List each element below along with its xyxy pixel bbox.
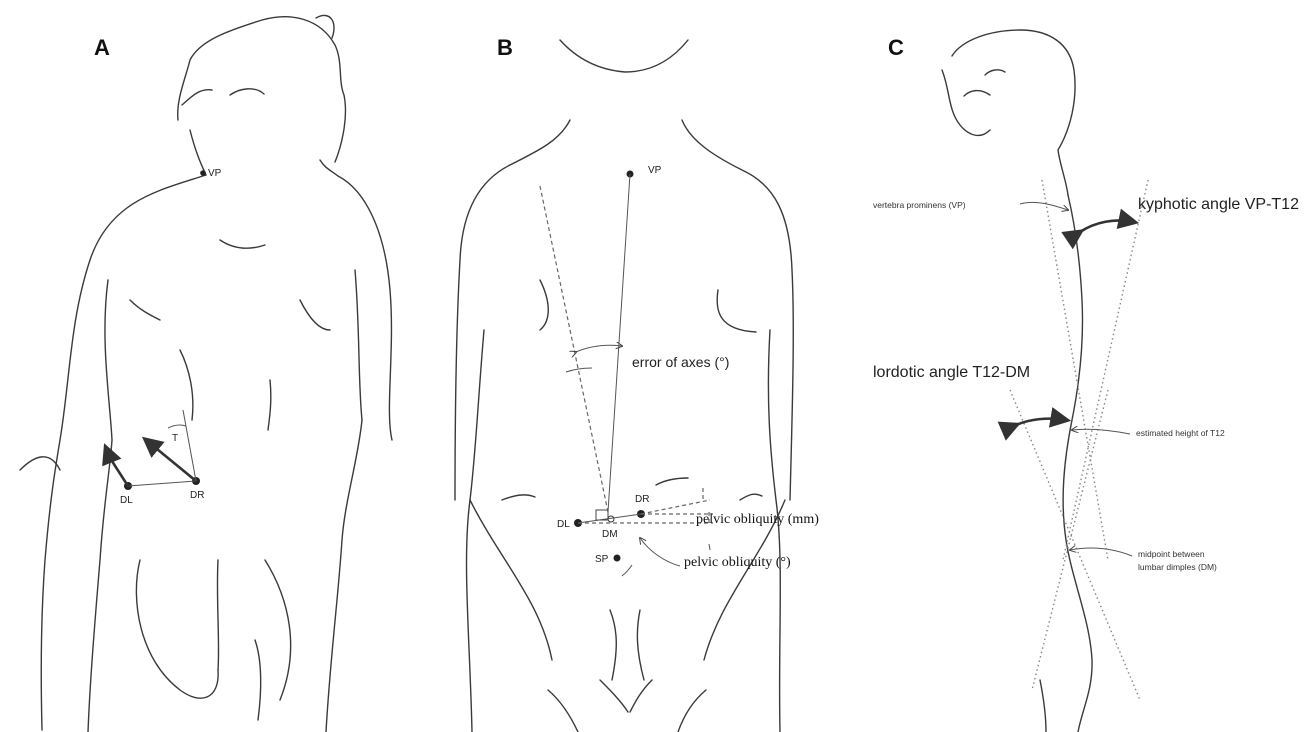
panel-c-annotations: vertebra prominens (VP) kyphotic angle V… — [873, 196, 1299, 572]
small-tick — [709, 544, 710, 550]
pelvic-obliquity-deg-label: pelvic obliquity (°) — [684, 555, 791, 570]
torsion-label: T — [172, 433, 178, 444]
panel-a: A — [20, 15, 392, 732]
dm-pointer — [1070, 548, 1132, 556]
kyphotic-line-1 — [1042, 180, 1108, 560]
dl-dr-line — [128, 481, 196, 486]
panel-c-label: C — [888, 35, 904, 60]
kyphotic-angle-label: kyphotic angle VP-T12 — [1138, 196, 1299, 213]
vertebra-prominens-label: vertebra prominens (VP) — [873, 200, 966, 210]
kyphotic-angle-arc — [1080, 220, 1134, 232]
dl-label: DL — [120, 495, 133, 506]
midpoint-label-2: lumbar dimples (DM) — [1138, 562, 1217, 572]
panel-a-landmarks: VP DL DR T — [106, 168, 222, 506]
dr-label: DR — [190, 490, 204, 501]
vp-point — [200, 170, 206, 176]
panel-c: C vertebra prominens (VP) kyphotic angle… — [873, 30, 1299, 732]
vertical-reference-line — [540, 186, 608, 512]
panel-b-landmarks: VP error of axes (°) DL DR DM pelvic obl… — [540, 165, 819, 576]
pelvic-obliquity-deg-arrow — [640, 538, 680, 566]
lordotic-angle-label: lordotic angle T12-DM — [873, 364, 1030, 381]
estimated-t12-label: estimated height of T12 — [1136, 428, 1225, 438]
vp-pointer — [1020, 202, 1068, 210]
panel-b: B VP err — [455, 35, 819, 732]
sp-mark — [622, 565, 632, 576]
lordotic-angle-arc — [1016, 419, 1066, 425]
panel-c-body-outline — [942, 30, 1092, 732]
vp-label-b: VP — [648, 165, 662, 176]
midpoint-label-1: midpoint between — [1138, 549, 1205, 559]
error-of-axes-arc — [576, 345, 622, 352]
t12-pointer — [1072, 429, 1130, 434]
vp-dm-line — [608, 174, 630, 512]
sp-label: SP — [595, 554, 609, 565]
panel-b-label: B — [497, 35, 513, 60]
dr-label-b: DR — [635, 494, 649, 505]
error-of-axes-label: error of axes (°) — [632, 354, 729, 370]
dm-label: DM — [602, 529, 618, 540]
lordotic-line-1 — [1010, 390, 1140, 700]
dl-label-b: DL — [557, 519, 570, 530]
torsion-arc — [168, 425, 186, 428]
pelvic-obliquity-mm-label: pelvic obliquity (mm) — [696, 512, 819, 527]
panel-a-label: A — [94, 35, 110, 60]
panel-a-body-outline — [20, 15, 392, 732]
sp-point — [614, 555, 621, 562]
dl-normal-arrow — [110, 458, 128, 486]
vp-label: VP — [208, 168, 222, 179]
dr-normal-arrow — [146, 440, 196, 481]
lordotic-line-2 — [1032, 390, 1108, 690]
panel-b-body-outline — [455, 40, 793, 732]
